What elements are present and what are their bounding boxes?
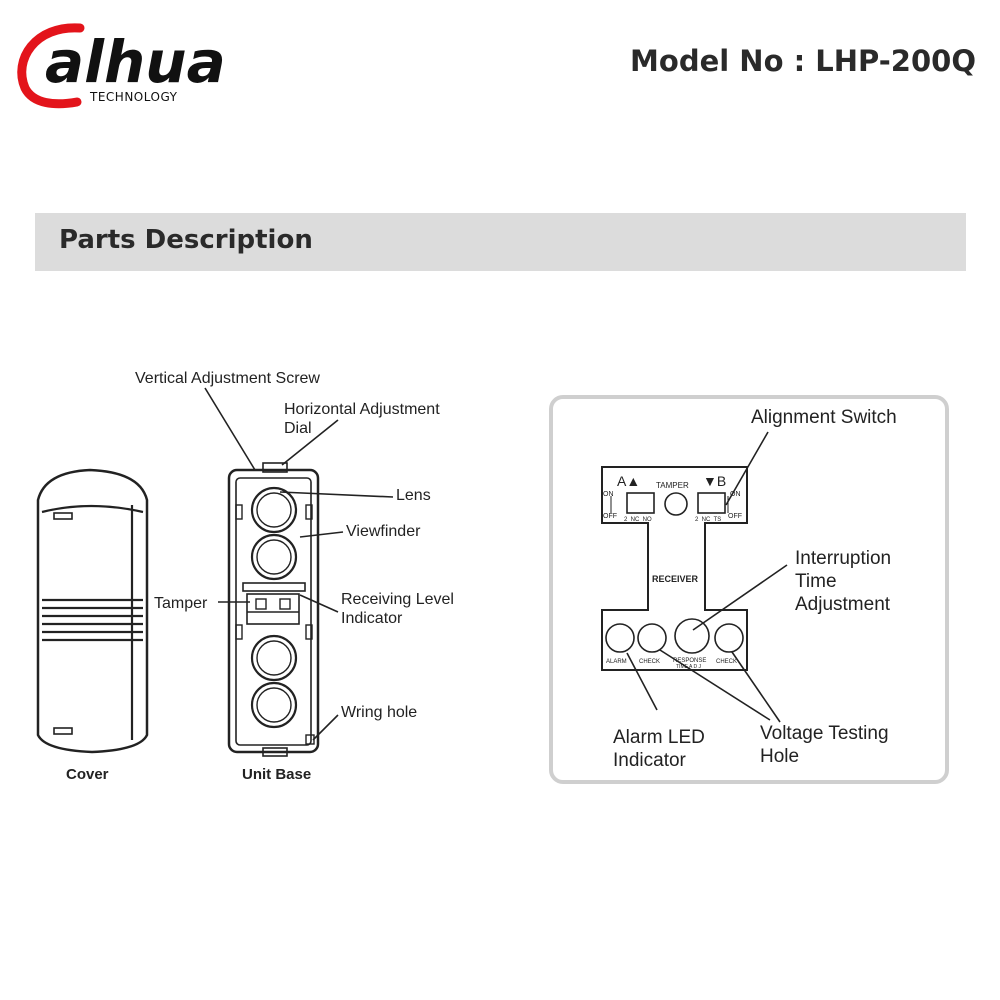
viewfinder-label: Viewfinder: [346, 523, 421, 540]
board-receiver-label: RECEIVER: [652, 574, 699, 584]
receiver-board: [601, 466, 748, 671]
cover-illustration: [36, 468, 149, 754]
board-b-label: ▼B: [703, 473, 726, 489]
model-number: Model No : LHP-200Q: [630, 44, 976, 78]
interruption-label-1: Interruption: [795, 548, 891, 569]
voltage-testing-label-2: Hole: [760, 746, 799, 767]
lower-lens-top: [250, 634, 298, 682]
tamper-label: Tamper: [154, 595, 208, 612]
board-switch-a-pins: 2 NC NO: [624, 517, 652, 523]
board-a-label: A▲: [617, 473, 640, 489]
board-check1-label: CHECK: [639, 659, 660, 665]
board-off-right: OFF: [728, 513, 742, 520]
unit-base-illustration: [227, 462, 320, 757]
tamper-button: [664, 492, 688, 516]
logo-subtext: TECHNOLOGY: [89, 90, 178, 104]
wiring-hole-label: Wring hole: [341, 704, 417, 721]
horizontal-adjustment-dial-label-2: Dial: [284, 420, 312, 437]
board-response-label-1: RESPONSE: [673, 658, 706, 664]
receiver-panel-frame: [549, 395, 949, 784]
response-time-knob: [674, 618, 710, 654]
tamper-block: [246, 593, 300, 625]
board-tamper-label: TAMPER: [656, 481, 689, 490]
board-response-label-2: TIME A D J: [676, 664, 702, 670]
interruption-label-3: Adjustment: [795, 594, 891, 615]
upper-lens-bottom: [250, 533, 298, 581]
voltage-testing-label-1: Voltage Testing: [760, 723, 889, 744]
section-title: Parts Description: [59, 225, 313, 255]
unit-base-caption: Unit Base: [242, 766, 311, 783]
dahua-logo: alhua TECHNOLOGY: [17, 23, 226, 109]
alignment-switch-a: [626, 492, 655, 514]
upper-lens-top: [250, 486, 298, 534]
board-alarm-label: ALARM: [606, 659, 627, 665]
alarm-led-label-1: Alarm LED: [613, 727, 705, 748]
alarm-led-label-2: Indicator: [613, 750, 687, 771]
board-on-right: ON: [730, 491, 741, 498]
alarm-led: [605, 623, 635, 653]
alignment-switch-b: [697, 492, 726, 514]
vertical-adjustment-screw-label: Vertical Adjustment Screw: [135, 370, 320, 387]
interruption-label-2: Time: [795, 571, 837, 592]
lens-label: Lens: [396, 487, 431, 504]
alignment-switch-label: Alignment Switch: [751, 407, 897, 428]
check-hole-2: [714, 623, 744, 653]
board-switch-b-pins: 2 NC TS: [695, 517, 721, 523]
check-hole-1: [637, 623, 667, 653]
board-on-left: ON: [603, 491, 614, 498]
board-check2-label: CHECK: [716, 659, 737, 665]
logo-swoosh: [17, 23, 85, 109]
receiving-level-label-2: Indicator: [341, 610, 403, 627]
logo-wordmark: alhua: [45, 28, 226, 96]
board-off-left: OFF: [603, 513, 617, 520]
cover-caption: Cover: [66, 766, 109, 783]
left-leader-lines: [204, 387, 394, 741]
lower-lens-bottom: [250, 681, 298, 729]
horizontal-adjustment-dial-label-1: Horizontal Adjustment: [284, 401, 440, 418]
section-header: Parts Description: [35, 213, 966, 271]
receiving-level-label-1: Receiving Level: [341, 591, 454, 608]
right-leader-lines: [626, 431, 788, 723]
